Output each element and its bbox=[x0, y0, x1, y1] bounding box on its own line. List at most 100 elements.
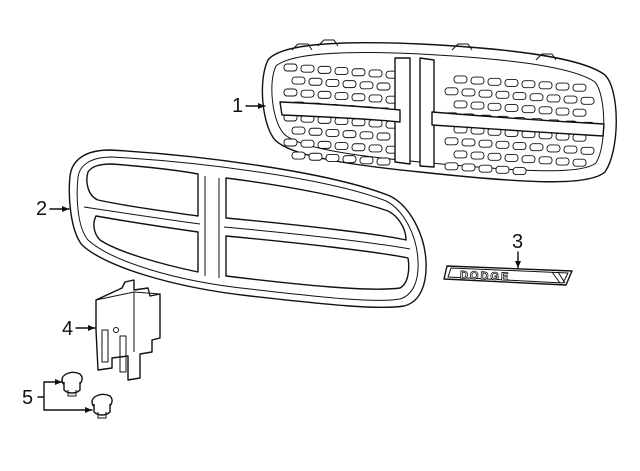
bracket bbox=[95, 279, 161, 381]
grille-slot bbox=[359, 81, 374, 90]
grille-slot bbox=[283, 88, 298, 97]
grille-slot bbox=[291, 151, 306, 160]
grille-slot bbox=[444, 87, 459, 96]
grille-slot bbox=[555, 82, 570, 91]
grille-slot bbox=[444, 162, 459, 171]
grille-slot bbox=[325, 153, 340, 162]
grille-slot bbox=[351, 93, 366, 102]
grille-slot bbox=[487, 102, 502, 111]
grille-slot bbox=[351, 143, 366, 152]
grille-slot bbox=[487, 77, 502, 86]
grille-slot bbox=[444, 137, 459, 146]
grille-slot bbox=[538, 106, 553, 115]
grille-slot bbox=[453, 100, 468, 109]
grille-slot bbox=[300, 64, 315, 73]
grille-slot bbox=[317, 65, 332, 74]
grille-slot bbox=[555, 107, 570, 116]
grille-slot bbox=[504, 79, 519, 87]
push-pin-lower bbox=[91, 393, 113, 419]
grille-slot bbox=[580, 146, 595, 155]
push-pin-upper bbox=[61, 371, 83, 397]
grille-slot bbox=[512, 167, 527, 175]
grille-slot bbox=[563, 95, 578, 104]
grille-slot bbox=[359, 156, 374, 165]
callout-4: 4 bbox=[62, 318, 96, 340]
grille-slot bbox=[368, 69, 383, 78]
grille-slot bbox=[368, 144, 383, 153]
grille-slot bbox=[470, 101, 485, 110]
grille-slot bbox=[512, 92, 527, 100]
grille-slot bbox=[308, 77, 323, 86]
dodge-emblem: DODGE bbox=[443, 265, 573, 286]
grille-slot bbox=[300, 139, 315, 148]
grille-slot bbox=[572, 158, 587, 167]
grille-slot bbox=[317, 140, 332, 149]
grille-slot bbox=[521, 80, 536, 89]
grille-slot bbox=[453, 75, 468, 84]
grille-slot bbox=[538, 156, 553, 165]
grille-slot bbox=[461, 138, 476, 147]
grille-slot bbox=[495, 140, 510, 149]
grille-slot bbox=[555, 157, 570, 166]
grille-slot bbox=[283, 63, 298, 72]
grille-slot bbox=[529, 143, 544, 152]
grille-insert bbox=[261, 39, 617, 183]
grille-slot bbox=[342, 155, 357, 164]
grille-slot bbox=[376, 82, 391, 91]
grille-slot bbox=[512, 142, 527, 150]
grille-slot bbox=[546, 94, 561, 103]
grille-slot bbox=[351, 118, 366, 127]
grille-slot bbox=[495, 165, 510, 174]
callout-5-label: 5 bbox=[22, 387, 33, 409]
grille-slot bbox=[521, 105, 536, 114]
grille-slot bbox=[478, 139, 493, 148]
grille-slot bbox=[368, 94, 383, 103]
grille-slot bbox=[580, 96, 595, 105]
grille-slot bbox=[470, 151, 485, 160]
callout-1-label: 1 bbox=[232, 95, 243, 117]
grille-slot bbox=[291, 76, 306, 85]
grille-slot bbox=[368, 119, 383, 128]
grille-slot bbox=[334, 67, 349, 76]
grille-slot bbox=[308, 152, 323, 161]
grille-slot bbox=[291, 126, 306, 135]
callout-5: 5 bbox=[22, 379, 93, 413]
grille-slot bbox=[495, 90, 510, 99]
grille-slot bbox=[504, 154, 519, 162]
grille-slot bbox=[334, 92, 349, 101]
grille-slot bbox=[572, 108, 587, 117]
callout-1: 1 bbox=[232, 95, 266, 117]
callout-2: 2 bbox=[36, 198, 70, 220]
grille-slot bbox=[504, 104, 519, 112]
grille-slot bbox=[325, 78, 340, 87]
grille-slot bbox=[487, 152, 502, 161]
grille-slot bbox=[470, 76, 485, 85]
grille-slot bbox=[283, 138, 298, 147]
grille-slot bbox=[308, 127, 323, 136]
grille-slot bbox=[461, 88, 476, 97]
callout-4-label: 4 bbox=[62, 318, 73, 340]
grille-slot bbox=[334, 142, 349, 151]
callout-3-label: 3 bbox=[512, 231, 523, 253]
grille-slot bbox=[538, 81, 553, 90]
grille-slot bbox=[359, 131, 374, 140]
grille-slot bbox=[376, 157, 391, 166]
grille-slot bbox=[453, 150, 468, 159]
grille-slot bbox=[461, 163, 476, 172]
grille-slot bbox=[300, 89, 315, 98]
grille-slot bbox=[342, 130, 357, 139]
callout-2-label: 2 bbox=[36, 198, 47, 220]
grille-slot bbox=[317, 90, 332, 99]
grille-slot bbox=[521, 155, 536, 164]
grille-slot bbox=[342, 80, 357, 89]
grille-slot bbox=[376, 132, 391, 141]
grille-slot bbox=[478, 89, 493, 98]
callout-3: 3 bbox=[512, 231, 523, 269]
grille-slot bbox=[546, 144, 561, 153]
grille-slot bbox=[572, 83, 587, 92]
grille-slot bbox=[563, 145, 578, 154]
grille-surround bbox=[68, 149, 427, 309]
grille-slot bbox=[351, 68, 366, 77]
emblem-text: DODGE bbox=[460, 269, 511, 283]
